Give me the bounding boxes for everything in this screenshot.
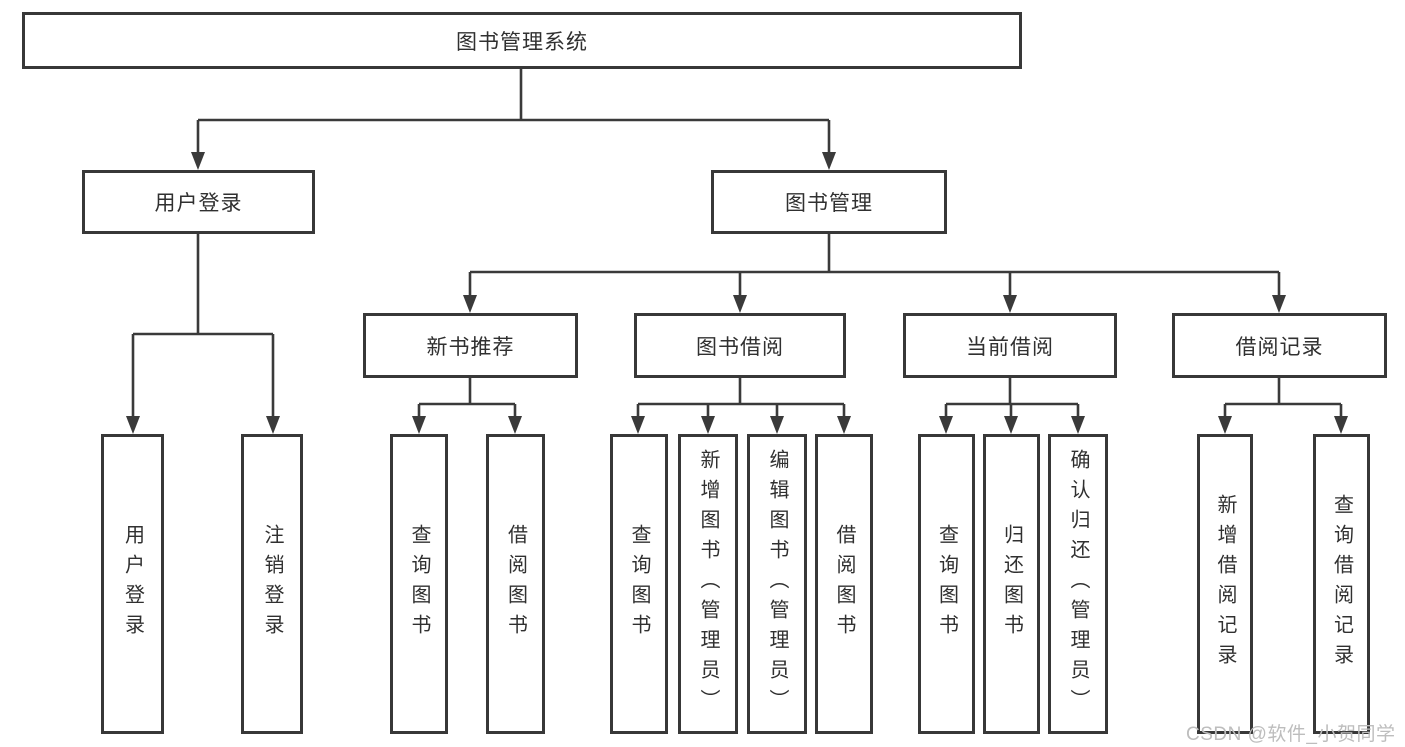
node-borrowing-records: 借阅记录 — [1172, 313, 1387, 378]
node-label: 查询图书 — [408, 524, 430, 644]
node-user-login: 用户登录 — [82, 170, 315, 234]
leaf-logout: 注销登录 — [241, 434, 303, 734]
node-label: 用户登录 — [121, 524, 144, 644]
node-label: 新书推荐 — [426, 335, 515, 359]
node-library-management-system: 图书管理系统 — [22, 12, 1022, 69]
leaf-query-books-recommend: 查询图书 — [390, 434, 448, 734]
node-label: 图书管理 — [785, 192, 873, 215]
node-label: 图书管理系统 — [456, 30, 588, 54]
node-label: 查询借阅记录 — [1330, 494, 1353, 674]
node-label: 查询图书 — [628, 524, 650, 644]
leaf-borrow-books-recommend: 借阅图书 — [486, 434, 545, 734]
node-label: 注销登录 — [261, 524, 283, 644]
node-new-book-recommend: 新书推荐 — [363, 313, 578, 378]
leaf-add-borrow-record: 新增借阅记录 — [1197, 434, 1253, 734]
leaf-borrow-books: 借阅图书 — [815, 434, 873, 734]
leaf-user-login: 用户登录 — [101, 434, 164, 734]
node-label: 查询图书 — [935, 524, 958, 644]
leaf-query-borrow-record: 查询借阅记录 — [1313, 434, 1370, 734]
node-current-borrowing: 当前借阅 — [903, 313, 1117, 378]
node-label: 借阅图书 — [833, 524, 855, 644]
node-label: 图书借阅 — [696, 335, 784, 359]
node-label: 借阅记录 — [1235, 335, 1324, 359]
csdn-watermark: CSDN @软件_小贺同学 — [1186, 724, 1396, 745]
leaf-query-books-borrowing: 查询图书 — [610, 434, 668, 734]
node-label: 编辑图书（管理员） — [766, 449, 788, 719]
node-label: 用户登录 — [154, 192, 243, 215]
leaf-return-books: 归还图书 — [983, 434, 1040, 734]
node-book-management: 图书管理 — [711, 170, 947, 234]
node-label: 借阅图书 — [504, 524, 527, 644]
node-label: 归还图书 — [1000, 524, 1023, 644]
node-label: 新增图书（管理员） — [697, 449, 719, 719]
node-label: 当前借阅 — [966, 335, 1054, 359]
leaf-query-books-current: 查询图书 — [918, 434, 975, 734]
leaf-confirm-return-admin: 确认归还（管理员） — [1048, 434, 1108, 734]
leaf-add-books-admin: 新增图书（管理员） — [678, 434, 738, 734]
leaf-edit-books-admin: 编辑图书（管理员） — [747, 434, 807, 734]
node-label: 新增借阅记录 — [1214, 494, 1236, 674]
node-book-borrowing: 图书借阅 — [634, 313, 846, 378]
node-label: 确认归还（管理员） — [1067, 449, 1089, 719]
